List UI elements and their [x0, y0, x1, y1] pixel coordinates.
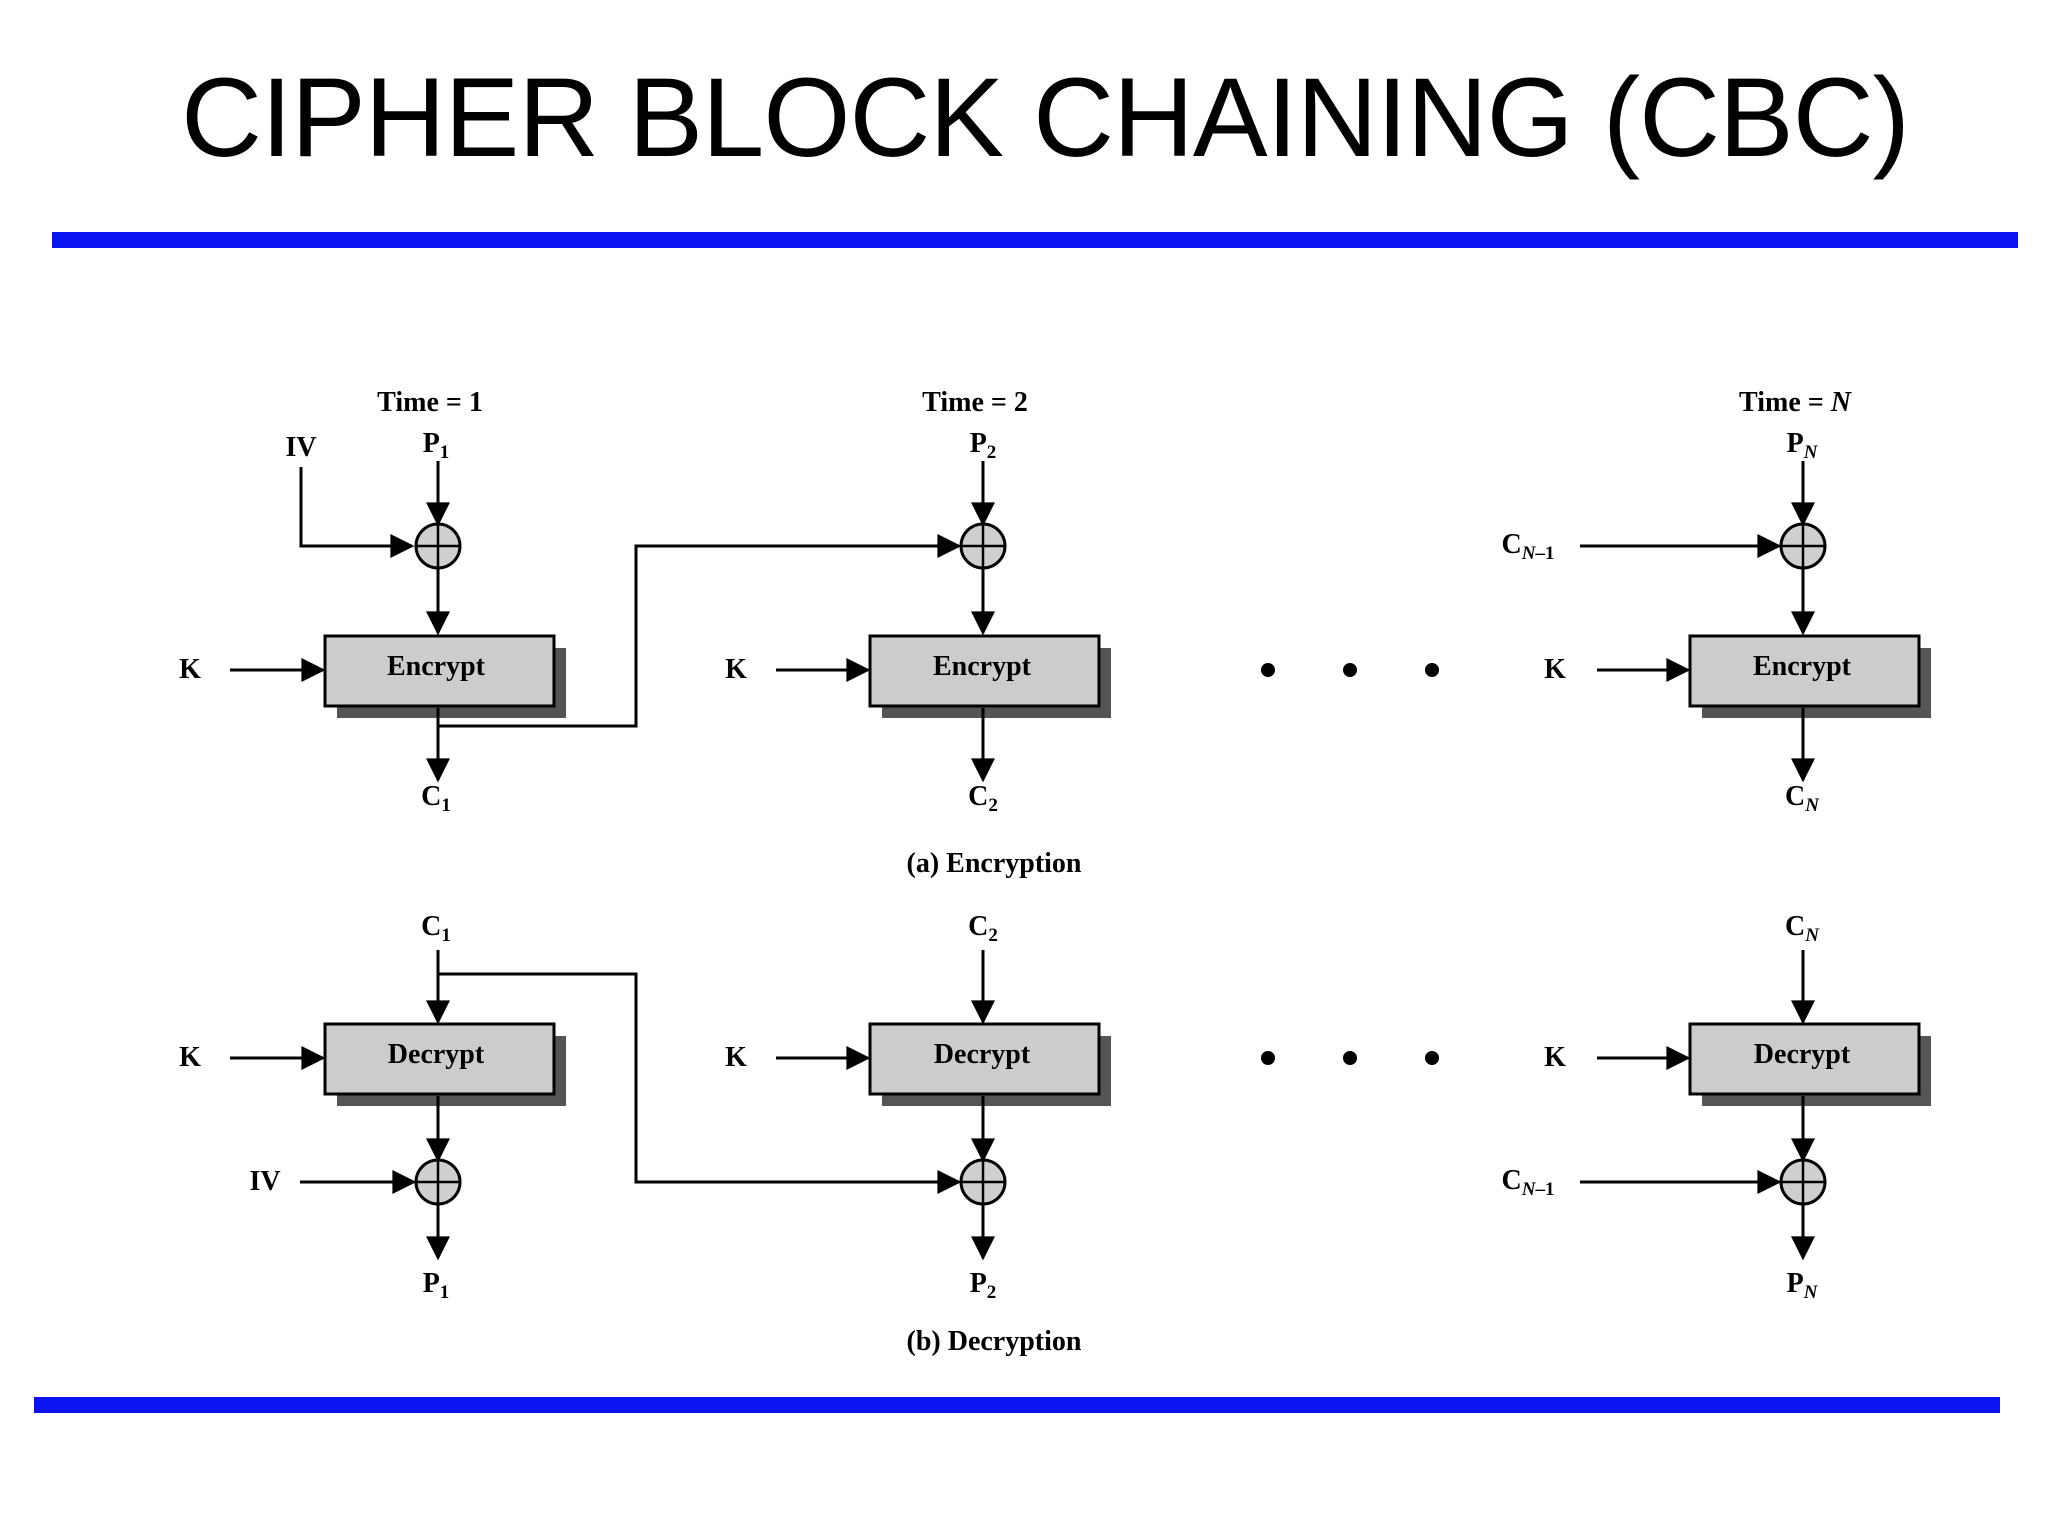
enc-ellipsis [1261, 663, 1439, 677]
svg-text:Decrypt: Decrypt [1754, 1039, 1851, 1070]
svg-text:Encrypt: Encrypt [933, 651, 1032, 682]
decrypt-block-1: Decrypt [323, 1022, 566, 1106]
enc-xor-2-icon [959, 522, 1007, 570]
dec-k1-label: K [179, 1042, 201, 1073]
enc-p2-label: P2 [970, 428, 997, 463]
bottom-divider [34, 1397, 2000, 1413]
enc-cn-label: CN [1785, 781, 1820, 816]
svg-text:Decrypt: Decrypt [388, 1039, 485, 1070]
dec-iv-label: IV [249, 1166, 280, 1197]
svg-text:Encrypt: Encrypt [387, 651, 486, 682]
time-n-label: Time = N [1739, 387, 1853, 418]
enc-iv-label: IV [285, 432, 316, 463]
dec-k2-label: K [725, 1042, 747, 1073]
slide-title: CIPHER BLOCK CHAINING (CBC) [181, 55, 1910, 180]
dec-xor-2-icon [959, 1158, 1007, 1206]
enc-xor-n-icon [1779, 522, 1827, 570]
time-1-label: Time = 1 [377, 387, 483, 418]
svg-text:Decrypt: Decrypt [934, 1039, 1031, 1070]
decryption-section: C1 C2 CN Decrypt Decrypt Decrypt K K K [179, 911, 1931, 1357]
encrypt-block-n: Encrypt [1688, 634, 1931, 718]
enc-kn-label: K [1544, 654, 1566, 685]
dec-cn-label: CN [1785, 911, 1820, 946]
svg-text:Encrypt: Encrypt [1753, 651, 1852, 682]
enc-pn-label: PN [1787, 428, 1819, 463]
encryption-section: Time = 1 Time = 2 Time = N P1 P2 PN IV [179, 387, 1931, 879]
enc-p1-label: P1 [423, 428, 450, 463]
top-divider [52, 232, 2018, 248]
enc-cn-1-label: CN–1 [1502, 529, 1555, 564]
dec-kn-label: K [1544, 1042, 1566, 1073]
dec-xor-1-icon [414, 1158, 462, 1206]
enc-xor-1-icon [414, 522, 462, 570]
decryption-caption: (b) Decryption [907, 1326, 1082, 1357]
dec-xor-n-icon [1779, 1158, 1827, 1206]
encryption-caption: (a) Encryption [907, 848, 1082, 879]
decrypt-block-n: Decrypt [1688, 1022, 1931, 1106]
dec-cn-1-label: CN–1 [1502, 1165, 1555, 1200]
enc-c1-label: C1 [421, 781, 451, 816]
encrypt-block-2: Encrypt [868, 634, 1111, 718]
dec-c2-label: C2 [968, 911, 998, 946]
dec-p2-label: P2 [970, 1268, 997, 1303]
enc-c2-label: C2 [968, 781, 998, 816]
dec-pn-label: PN [1787, 1268, 1819, 1303]
encrypt-block-1: Encrypt [323, 634, 566, 718]
decrypt-block-2: Decrypt [868, 1022, 1111, 1106]
dec-ellipsis [1261, 1051, 1439, 1065]
time-2-label: Time = 2 [922, 387, 1028, 418]
dec-c1-label: C1 [421, 911, 451, 946]
enc-k2-label: K [725, 654, 747, 685]
enc-k1-label: K [179, 654, 201, 685]
dec-p1-label: P1 [423, 1268, 450, 1303]
